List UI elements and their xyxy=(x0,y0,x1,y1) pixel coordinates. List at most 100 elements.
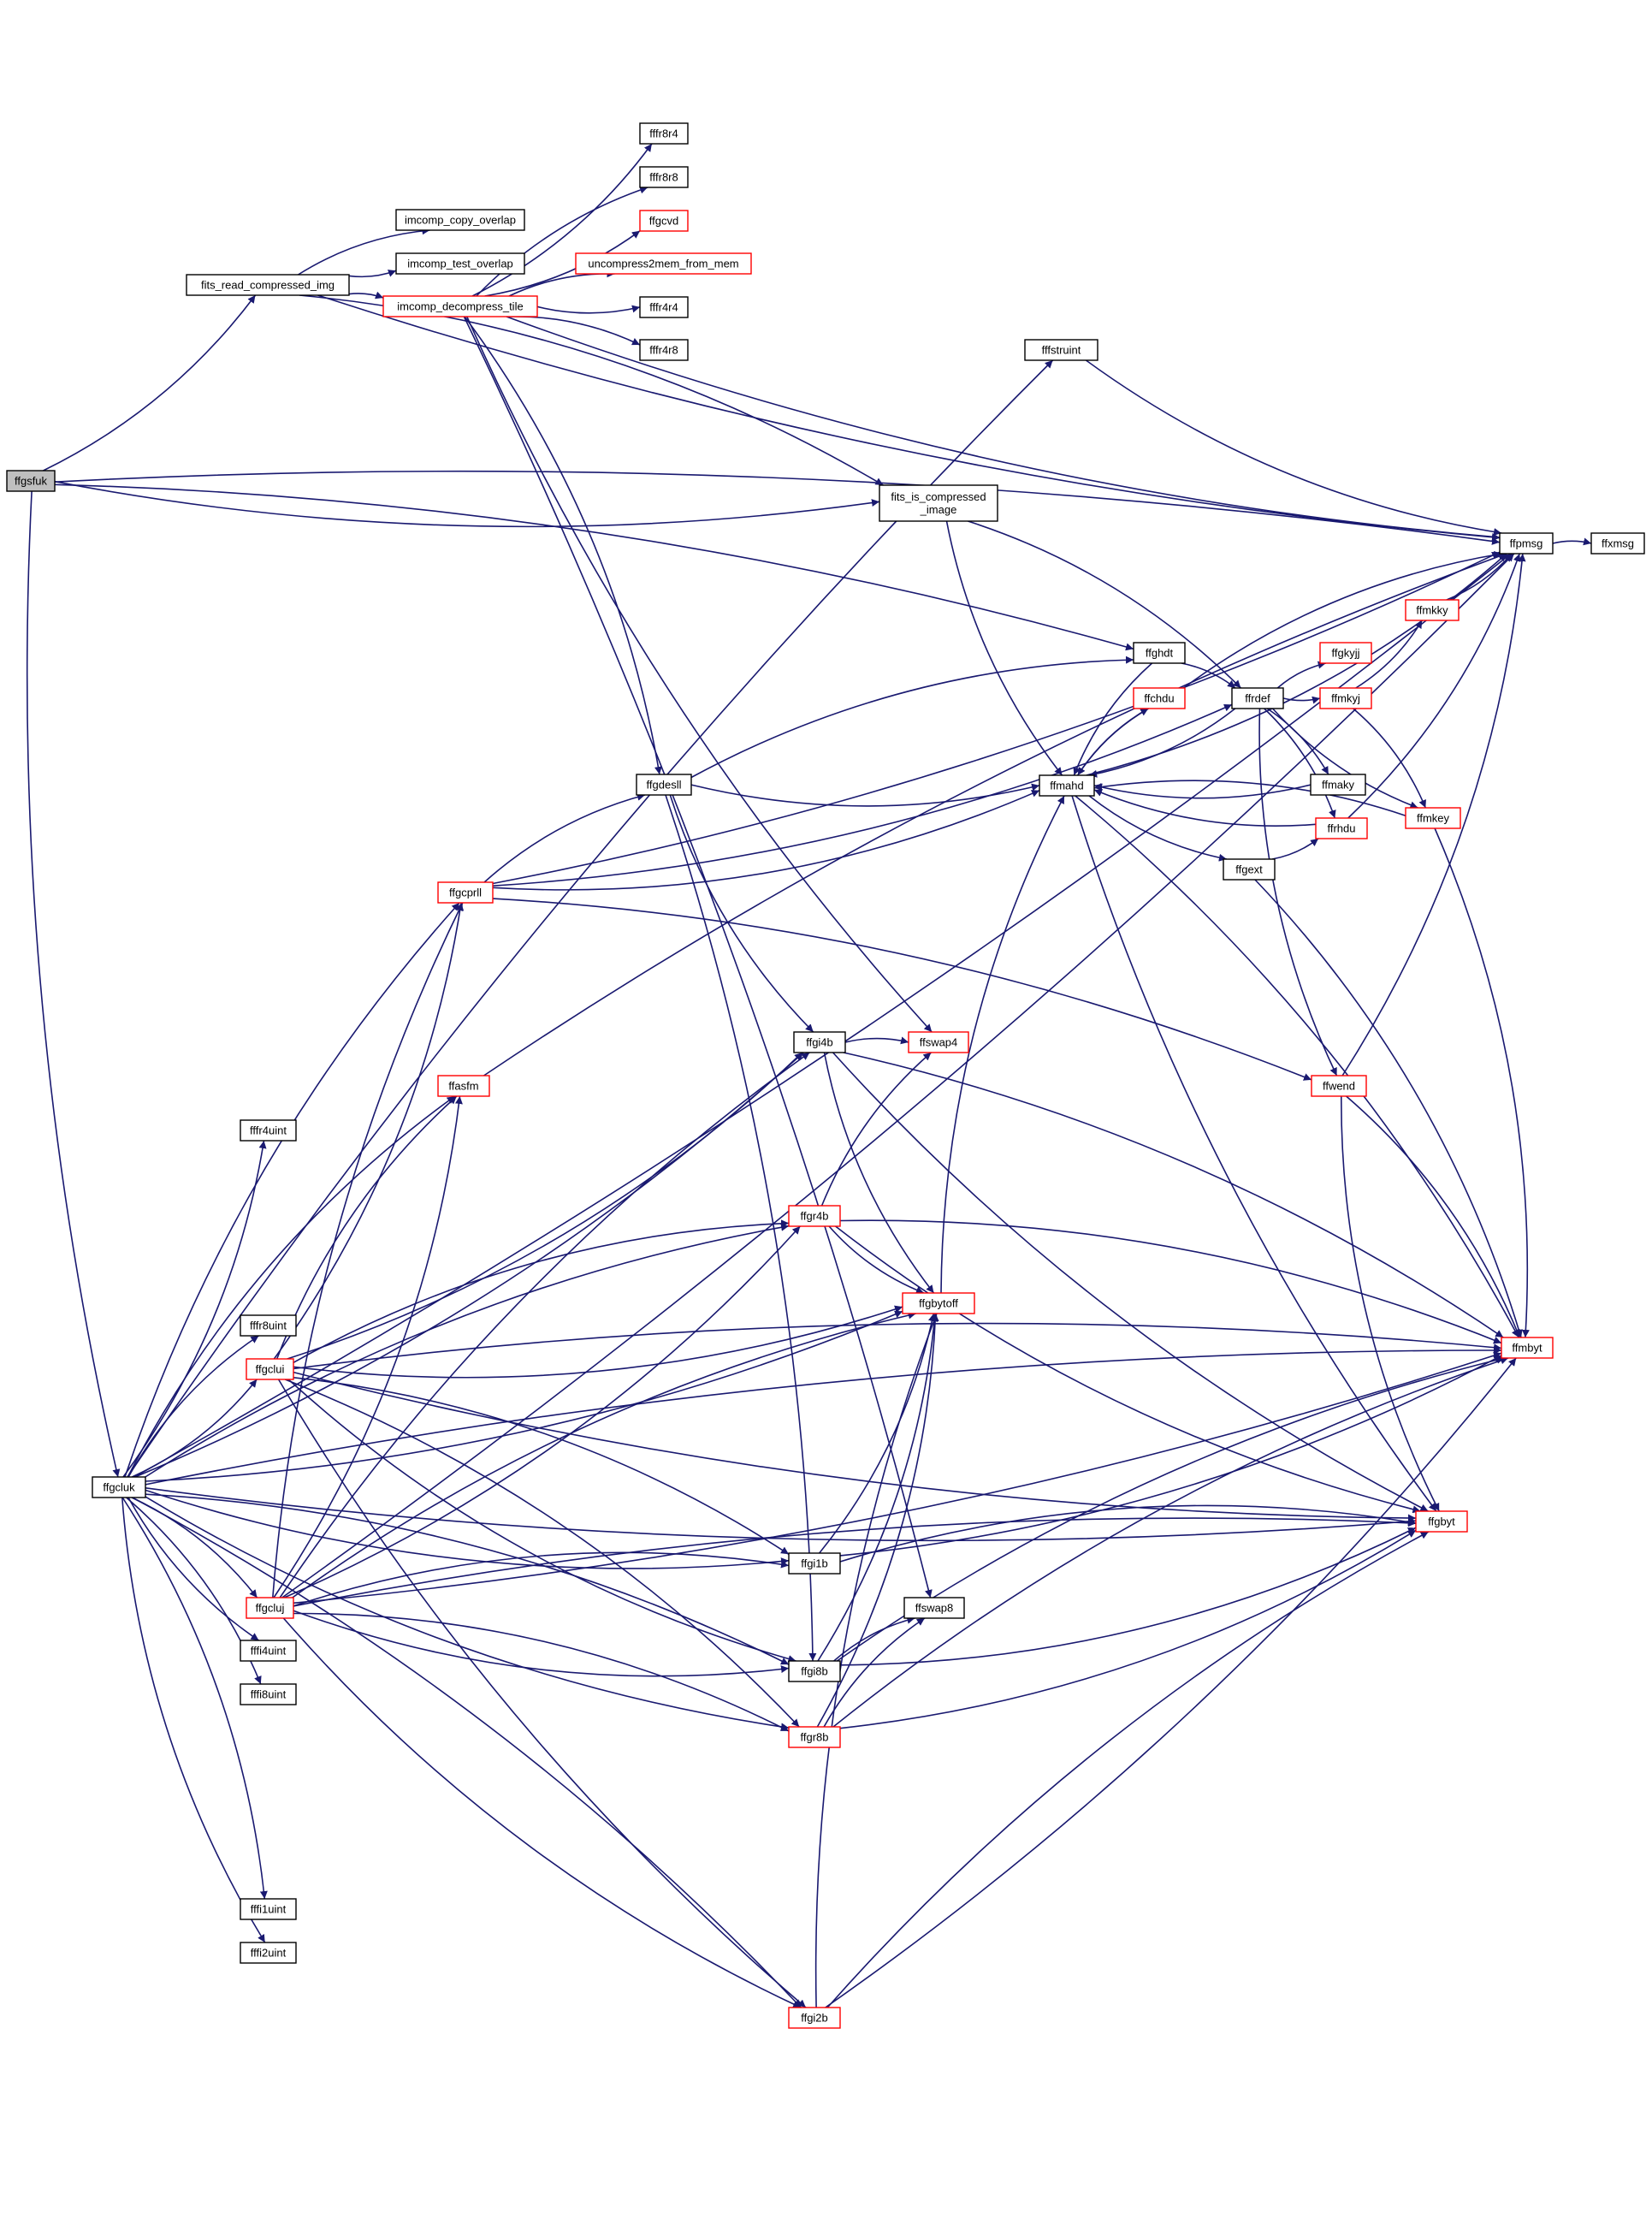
node-ffswap8[interactable]: ffswap8 xyxy=(903,1597,965,1619)
node-box-ffswap8[interactable] xyxy=(903,1597,965,1619)
node-box-ffasfm[interactable] xyxy=(437,1075,490,1097)
node-ffpmsg[interactable]: ffpmsg xyxy=(1499,532,1554,555)
node-ffgcprll[interactable]: ffgcprll xyxy=(437,881,494,904)
node-box-ffgkyjj[interactable] xyxy=(1319,642,1372,664)
node-box-ffgi1b[interactable] xyxy=(788,1552,841,1575)
node-ffgbytoff[interactable]: ffgbytoff xyxy=(902,1292,975,1314)
node-ffmkky[interactable]: ffmkky xyxy=(1405,599,1460,621)
node-ffmbyt[interactable]: ffmbyt xyxy=(1501,1337,1554,1359)
node-ffmkey[interactable]: ffmkey xyxy=(1405,807,1461,829)
node-fffr8r8[interactable]: fffr8r8 xyxy=(639,166,689,188)
node-ffgr4b[interactable]: ffgr4b xyxy=(788,1205,841,1227)
node-ffghdt[interactable]: ffghdt xyxy=(1133,642,1186,664)
node-ffgcvd[interactable]: ffgcvd xyxy=(639,210,689,232)
node-ffgi2b[interactable]: ffgi2b xyxy=(788,2007,841,2029)
node-box-ffgbyt[interactable] xyxy=(1415,1510,1468,1533)
node-fffi4uint[interactable]: fffi4uint xyxy=(240,1640,297,1662)
node-box-ffwend[interactable] xyxy=(1311,1075,1367,1097)
node-box-fffstruint[interactable] xyxy=(1024,339,1098,361)
node-box-fffr8r8[interactable] xyxy=(639,166,689,188)
node-ffchdu[interactable]: ffchdu xyxy=(1133,687,1186,709)
node-box-ffgclui[interactable] xyxy=(246,1358,294,1380)
node-box-fffr4r4[interactable] xyxy=(639,296,689,318)
node-box-ffxmsg[interactable] xyxy=(1590,532,1645,555)
node-ffmkyj[interactable]: ffmkyj xyxy=(1319,687,1372,709)
node-box-ffmaky[interactable] xyxy=(1310,774,1366,796)
node-box-ffmkey[interactable] xyxy=(1405,807,1461,829)
node-box-imcomp_test_overlap[interactable] xyxy=(395,252,525,275)
node-ffmahd[interactable]: ffmahd xyxy=(1039,774,1095,797)
node-fffi2uint[interactable]: fffi2uint xyxy=(240,1942,297,1964)
node-fffr4r8[interactable]: fffr4r8 xyxy=(639,339,689,361)
node-ffgclui[interactable]: ffgclui xyxy=(246,1358,294,1380)
node-box-ffrdef[interactable] xyxy=(1231,687,1284,709)
node-ffgi1b[interactable]: ffgi1b xyxy=(788,1552,841,1575)
node-box-ffmkyj[interactable] xyxy=(1319,687,1372,709)
node-box-fffi1uint[interactable] xyxy=(240,1898,297,1920)
node-box-ffgi4b[interactable] xyxy=(793,1031,846,1053)
node-ffasfm[interactable]: ffasfm xyxy=(437,1075,490,1097)
node-box-ffgi8b[interactable] xyxy=(788,1660,841,1682)
node-box-ffgr8b[interactable] xyxy=(788,1726,841,1748)
node-box-ffmbyt[interactable] xyxy=(1501,1337,1554,1359)
node-box-ffmahd[interactable] xyxy=(1039,774,1095,797)
node-ffrhdu[interactable]: ffrhdu xyxy=(1315,817,1368,839)
node-fffr4uint[interactable]: fffr4uint xyxy=(240,1119,297,1142)
node-box-uncompress2mem_from_mem[interactable] xyxy=(575,252,752,275)
node-box-ffgcvd[interactable] xyxy=(639,210,689,232)
node-box-ffswap4[interactable] xyxy=(908,1031,969,1053)
node-ffmaky[interactable]: ffmaky xyxy=(1310,774,1366,796)
node-imcomp_test_overlap[interactable]: imcomp_test_overlap xyxy=(395,252,525,275)
node-box-ffgcluk[interactable] xyxy=(92,1476,146,1498)
node-box-fffr8uint[interactable] xyxy=(240,1314,297,1337)
node-fffi8uint[interactable]: fffi8uint xyxy=(240,1683,297,1705)
node-fffr8r4[interactable]: fffr8r4 xyxy=(639,122,689,145)
node-box-fffr4uint[interactable] xyxy=(240,1119,297,1142)
node-box-ffgbytoff[interactable] xyxy=(902,1292,975,1314)
node-ffgkyjj[interactable]: ffgkyjj xyxy=(1319,642,1372,664)
node-box-fffi2uint[interactable] xyxy=(240,1942,297,1964)
node-uncompress2mem_from_mem[interactable]: uncompress2mem_from_mem xyxy=(575,252,752,275)
node-ffswap4[interactable]: ffswap4 xyxy=(908,1031,969,1053)
node-box-imcomp_decompress_tile[interactable] xyxy=(382,295,538,317)
node-imcomp_copy_overlap[interactable]: imcomp_copy_overlap xyxy=(395,209,525,231)
node-box-ffgcluj[interactable] xyxy=(246,1597,294,1619)
node-box-fits_read_compressed_img[interactable] xyxy=(186,274,350,296)
node-fits_read_compressed_img[interactable]: fits_read_compressed_img xyxy=(186,274,350,296)
node-ffgbyt[interactable]: ffgbyt xyxy=(1415,1510,1468,1533)
node-ffgdesll[interactable]: ffgdesll xyxy=(636,774,692,796)
node-ffgcluk[interactable]: ffgcluk xyxy=(92,1476,146,1498)
node-ffrdef[interactable]: ffrdef xyxy=(1231,687,1284,709)
node-ffgi4b[interactable]: ffgi4b xyxy=(793,1031,846,1053)
node-box-fits_is_compressed_image[interactable] xyxy=(879,484,998,522)
node-box-ffghdt[interactable] xyxy=(1133,642,1186,664)
node-ffwend[interactable]: ffwend xyxy=(1311,1075,1367,1097)
node-box-ffpmsg[interactable] xyxy=(1499,532,1554,555)
node-fffr4r4[interactable]: fffr4r4 xyxy=(639,296,689,318)
node-box-ffgdesll[interactable] xyxy=(636,774,692,796)
node-box-ffrhdu[interactable] xyxy=(1315,817,1368,839)
node-box-ffchdu[interactable] xyxy=(1133,687,1186,709)
node-box-ffgi2b[interactable] xyxy=(788,2007,841,2029)
node-box-fffr4r8[interactable] xyxy=(639,339,689,361)
node-fffr8uint[interactable]: fffr8uint xyxy=(240,1314,297,1337)
node-box-ffgr4b[interactable] xyxy=(788,1205,841,1227)
node-ffgcluj[interactable]: ffgcluj xyxy=(246,1597,294,1619)
node-ffxmsg[interactable]: ffxmsg xyxy=(1590,532,1645,555)
node-fffstruint[interactable]: fffstruint xyxy=(1024,339,1098,361)
node-box-imcomp_copy_overlap[interactable] xyxy=(395,209,525,231)
node-box-fffi8uint[interactable] xyxy=(240,1683,297,1705)
node-box-ffgext[interactable] xyxy=(1223,858,1276,881)
node-ffgr8b[interactable]: ffgr8b xyxy=(788,1726,841,1748)
node-ffgext[interactable]: ffgext xyxy=(1223,858,1276,881)
node-box-fffr8r4[interactable] xyxy=(639,122,689,145)
node-ffgsfuk[interactable]: ffgsfuk xyxy=(6,470,56,492)
node-ffgi8b[interactable]: ffgi8b xyxy=(788,1660,841,1682)
node-box-fffi4uint[interactable] xyxy=(240,1640,297,1662)
node-imcomp_decompress_tile[interactable]: imcomp_decompress_tile xyxy=(382,295,538,317)
node-box-ffmkky[interactable] xyxy=(1405,599,1460,621)
node-box-ffgsfuk[interactable] xyxy=(6,470,56,492)
node-fits_is_compressed_image[interactable]: fits_is_compressed_image xyxy=(879,484,998,522)
node-fffi1uint[interactable]: fffi1uint xyxy=(240,1898,297,1920)
node-box-ffgcprll[interactable] xyxy=(437,881,494,904)
